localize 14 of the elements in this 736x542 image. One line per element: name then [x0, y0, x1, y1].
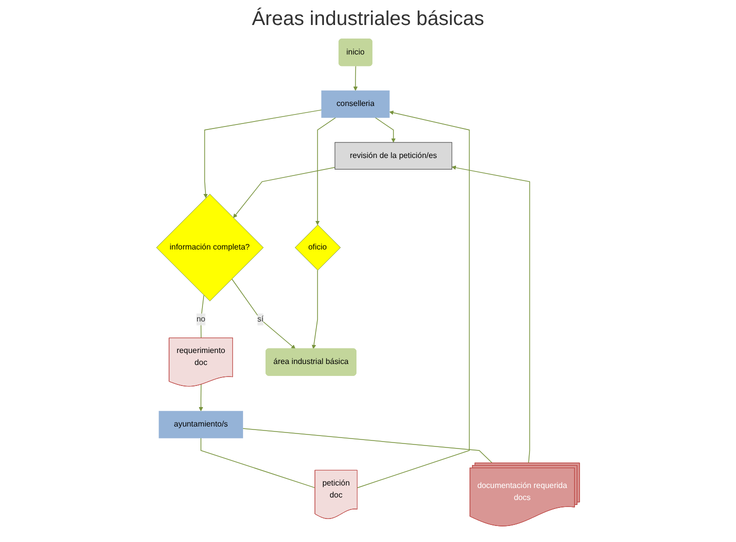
connector	[200, 294, 204, 338]
diagram-title: Áreas industriales básicas	[250, 8, 486, 31]
arrow	[357, 110, 470, 488]
arrow	[312, 270, 318, 350]
arrow	[315, 117, 336, 226]
arrow	[233, 166, 336, 218]
arrow	[374, 117, 396, 143]
connector	[242, 428, 493, 464]
connector	[200, 438, 316, 488]
arrow	[231, 278, 296, 350]
arrow	[203, 110, 322, 198]
arrow	[198, 384, 204, 412]
arrow	[353, 66, 358, 91]
arrow	[452, 166, 530, 464]
